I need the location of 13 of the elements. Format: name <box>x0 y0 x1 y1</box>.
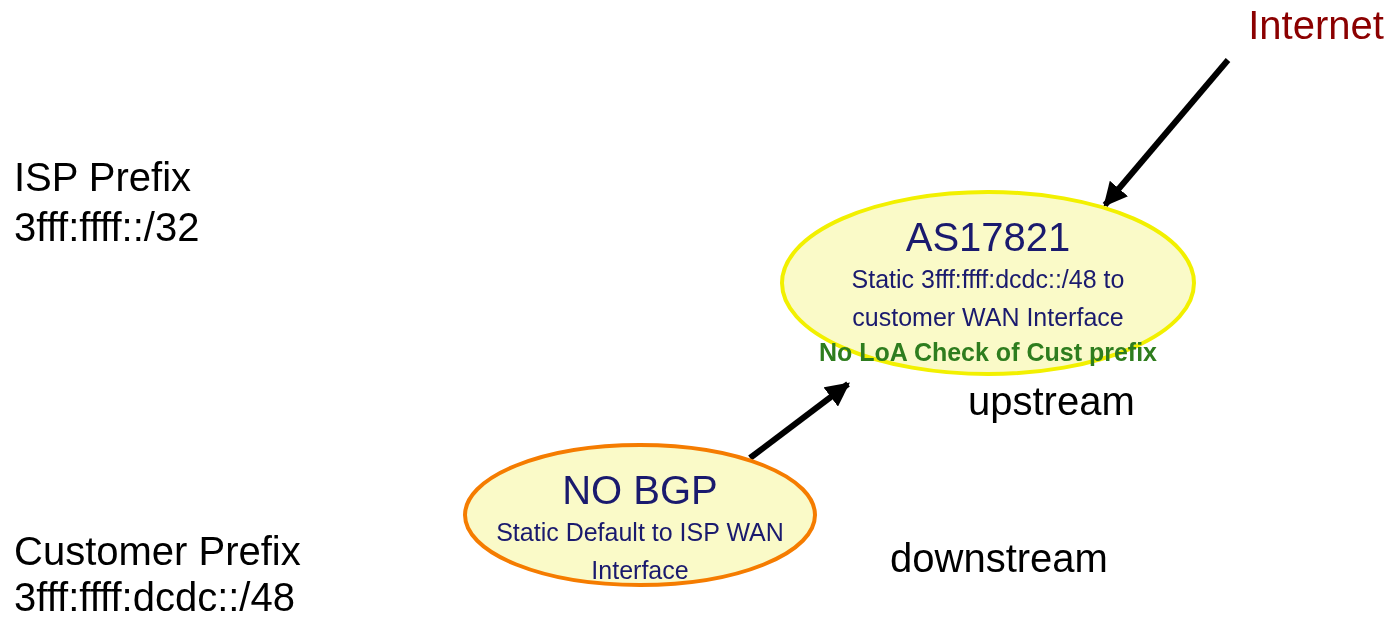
text-label: upstream <box>968 378 1135 424</box>
arrow <box>748 381 850 461</box>
node-description: Static Default to ISP WAN Interface <box>495 517 785 586</box>
text-label: 3fff:ffff::/32 <box>14 204 200 250</box>
arrow <box>1102 58 1231 207</box>
node-label: Internet <box>1248 2 1384 48</box>
text-label: ISP Prefix <box>14 154 192 200</box>
node-title: NO BGP <box>562 467 718 513</box>
node-title: AS17821 <box>905 214 1071 260</box>
text-label: Customer Prefix <box>14 528 301 574</box>
node-description: Static 3fff:ffff:dcdc::/48 to customer WAN Interface <box>850 264 1126 333</box>
text-label: downstream <box>890 535 1108 581</box>
text-label: 3fff:ffff:dcdc::/48 <box>14 574 295 620</box>
